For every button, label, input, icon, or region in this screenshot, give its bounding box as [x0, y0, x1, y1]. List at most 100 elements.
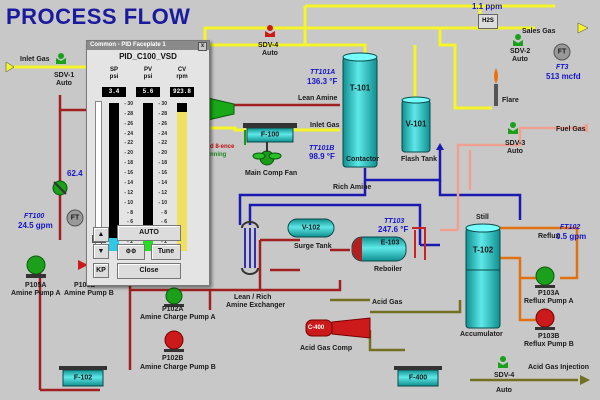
- ft3-transmitter: [553, 43, 571, 61]
- scale-tick: - 14: [158, 179, 167, 186]
- tt103-tag: TT103: [384, 218, 405, 225]
- fuel-gas-arrow: [580, 123, 588, 133]
- flare-stack: [494, 68, 498, 106]
- amine-pump-a-label: Amine Pump A: [11, 290, 61, 297]
- inlet-arrow: [5, 61, 15, 73]
- sdv1-tag: SDV-1: [54, 72, 75, 79]
- reboiler-e103: [351, 227, 426, 262]
- p102a-tag: P102A: [162, 306, 184, 313]
- scale-tick: - 10: [124, 199, 133, 206]
- h2s-analyzer[interactable]: H2S: [478, 14, 498, 29]
- valve-sdv2: [513, 34, 523, 46]
- screen-title: PROCESS FLOW: [6, 4, 191, 29]
- t101-label: T-101: [349, 83, 371, 93]
- flare-label: Flare: [502, 97, 519, 104]
- still-label: Still: [476, 214, 489, 221]
- tt101b-tag: TT101B: [309, 145, 335, 152]
- faceplate-title-bar[interactable]: Common - PID Faceplate 1: [87, 41, 209, 50]
- control-valve-left: [52, 180, 68, 196]
- ft100-badge: FT: [70, 214, 80, 222]
- scale-tick: - 2: [127, 239, 133, 246]
- scale-tick: - 18: [124, 160, 133, 167]
- valve-sdv-acid: [498, 356, 508, 368]
- h2s-value: 1.1 ppm: [472, 2, 503, 11]
- scale-tick: - 28: [158, 110, 167, 117]
- cooler-f102: [59, 366, 107, 387]
- main-comp-fan-f100: [243, 123, 297, 166]
- ft102-tag: FT102: [560, 224, 581, 231]
- t102-label: T-102: [472, 245, 494, 255]
- sp-bar[interactable]: [109, 103, 119, 251]
- sp-readout: 3.4: [102, 87, 126, 97]
- rich-amine-arrow: [436, 143, 444, 150]
- p103a-tag: P103A: [538, 290, 560, 297]
- c400-label: C-400: [307, 325, 325, 331]
- increase-button[interactable]: ▲: [93, 227, 109, 242]
- close-icon[interactable]: x: [198, 42, 207, 51]
- decrease-button[interactable]: ▼: [93, 244, 109, 259]
- sdv3-tag: SDV-3: [505, 140, 526, 147]
- main-comp-fan-label: Main Comp Fan: [245, 170, 298, 177]
- scale-tick: - 8: [127, 209, 133, 216]
- fuel-gas-label: Fuel Gas: [556, 126, 586, 133]
- scale-tick: - 14: [124, 179, 133, 186]
- amine-pump-a-p105a: [26, 255, 46, 278]
- close-button[interactable]: Close: [117, 263, 181, 279]
- surge-tank-label: Surge Tank: [294, 243, 332, 250]
- scale-tick: - 16: [124, 170, 133, 177]
- sales-gas-arrow: [577, 22, 589, 34]
- acid-gas-label: Acid Gas: [372, 299, 403, 306]
- scale-tick: - 12: [124, 189, 133, 196]
- tune-button[interactable]: Tune: [151, 244, 181, 260]
- scale-tick: - 12: [158, 189, 167, 196]
- contactor-t101: [342, 52, 378, 168]
- auto-button[interactable]: AUTO: [117, 225, 181, 241]
- scale-tick: - 10: [158, 199, 167, 206]
- scale-tick: - 20: [158, 150, 167, 157]
- still-t102: [465, 223, 501, 329]
- ft102-value: 0.5 gpm: [556, 232, 587, 241]
- kp-button[interactable]: KP: [93, 263, 109, 278]
- pv-readout: 5.6: [136, 87, 160, 97]
- surge-tank-v102: [287, 218, 335, 238]
- lean-amine-label: Lean Amine: [298, 95, 338, 102]
- sdv4-tag: SDV-4: [258, 42, 279, 49]
- f100-label: F-100: [260, 131, 280, 139]
- inlet-gas-mid-label: Inlet Gas: [310, 122, 340, 129]
- scale-tick: - 26: [124, 120, 133, 127]
- lean-rich-exchanger: [241, 221, 259, 275]
- scale-tick: - 22: [124, 140, 133, 147]
- sdv1-status: Auto: [56, 80, 72, 87]
- tt103-value: 247.6 °F: [378, 225, 409, 234]
- amine-charge-pump-a-label: Amine Charge Pump A: [140, 314, 216, 321]
- amine-pump-b-label: Amine Pump B: [64, 290, 114, 297]
- pid-faceplate-window[interactable]: Common - PID Faceplate 1 x PID_C100_VSD …: [86, 40, 210, 286]
- scale-tick: - 26: [158, 120, 167, 127]
- acid-gas-injection-label: Acid Gas Injection: [528, 364, 590, 371]
- cv-bar-fill: [177, 111, 187, 251]
- exchanger-label-2: Amine Exchanger: [226, 302, 286, 309]
- scale-tick: - 8: [161, 209, 167, 216]
- pid-tag-name: PID_C100_VSD: [119, 52, 177, 61]
- reflux-pump-b-label: Reflux Pump B: [524, 341, 574, 348]
- e103-label: E-103: [380, 239, 400, 247]
- scale-tick: - 24: [124, 130, 133, 137]
- scale-tick: - 30: [124, 101, 133, 107]
- cooler-f400: [394, 366, 442, 387]
- sdv4-status: Auto: [262, 50, 278, 57]
- preset-icons-button[interactable]: ⚙⚙: [117, 244, 145, 260]
- f102-label: F-102: [73, 374, 93, 382]
- fan-status-1: d 8-ence: [210, 144, 235, 150]
- flow-value-mid: 62.4: [67, 169, 83, 178]
- tt101b-value: 98.9 °F: [309, 152, 335, 161]
- sdv2-status: Auto: [512, 56, 528, 63]
- p103b-tag: P103B: [538, 333, 560, 340]
- compressor: [207, 97, 235, 121]
- sdv-acid-tag: SDV-4: [494, 372, 515, 379]
- valve-sdv4: [265, 25, 275, 37]
- amine-charge-pump-a-p102a: [164, 287, 184, 307]
- v101-label: V-101: [405, 119, 427, 129]
